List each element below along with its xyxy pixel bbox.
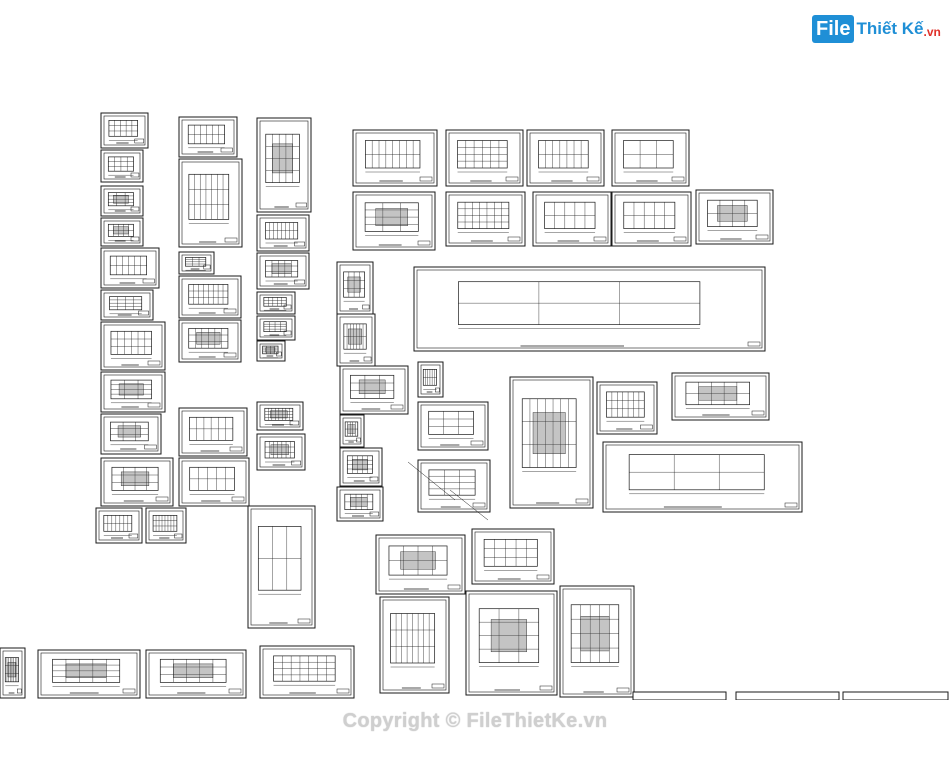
drawing-sheet [256,340,286,362]
drawing-sheet [336,261,374,315]
drawing-sheet [178,457,250,507]
drawing-sheet [256,252,310,290]
drawing-sheet [256,401,304,431]
drawing-sheet [256,433,306,471]
drawing-sheet [339,365,409,415]
drawing-sheet [336,486,384,522]
drawing-sheet [379,596,450,694]
drawing-sheet [352,129,438,187]
drawing-sheet [256,117,312,213]
drawing-sheet [842,691,949,700]
drawing-sheet [256,315,296,341]
drawing-sheet [375,534,466,595]
drawing-sheet [145,507,187,544]
drawing-sheet [100,289,154,321]
logo-tld: .vn [923,25,941,39]
drawing-sheet [100,185,144,217]
drawing-sheet [336,313,376,367]
drawing-sheet [465,590,558,696]
drawing-sheet [178,319,242,363]
drawing-sheet [632,691,727,700]
drawing-sheet [532,191,612,247]
drawing-sheet [339,447,383,487]
drawing-sheet [178,251,215,275]
drawing-sheet [509,376,594,509]
drawing-sheet [735,691,840,700]
drawing-sheet [100,457,174,507]
drawing-sheet [145,649,247,699]
drawing-sheet [596,381,658,435]
drawing-sheet [413,266,766,352]
drawing-sheet [259,645,355,699]
drawing-sheet [417,401,489,451]
drawing-sheet [671,372,770,421]
drawing-sheet [695,189,774,245]
drawing-sheet [100,112,149,149]
logo-text: Thiết Kế [856,19,924,38]
drawing-sheet [445,129,524,187]
drawing-sheet [339,414,365,448]
drawing-sheet [100,413,162,455]
drawing-sheet [352,191,436,251]
drawing-sheet [611,129,690,187]
drawing-sheet [178,275,242,319]
drawing-sheet [247,505,316,629]
drawing-sheet [445,191,526,247]
drawing-sheet [178,407,248,457]
drawing-sheet [100,247,160,289]
drawing-sheet [611,191,692,247]
drawing-sheet [178,158,243,248]
drawing-sheet [0,647,26,699]
cad-drawing-sheet [0,112,949,700]
drawing-sheet [471,528,555,585]
drawing-sheet [256,214,310,252]
drawing-sheet [417,361,444,398]
leader-line [407,461,456,501]
leader-line [449,489,489,521]
drawing-sheet [178,116,238,158]
drawing-sheet [602,441,803,513]
drawing-sheet [526,129,605,187]
logo-mark: File [812,15,855,43]
drawing-sheet [100,217,144,247]
copyright-watermark: Copyright © FileThietKe.vn [342,710,608,732]
drawing-sheet [256,291,296,315]
drawing-sheet [100,371,166,413]
drawing-sheet [559,585,635,698]
drawing-sheet [37,649,141,699]
drawing-sheet [100,321,166,371]
drawing-sheet [100,149,144,183]
drawing-sheet [95,507,143,544]
brand-logo: File Thiết Kế .vn [812,14,941,44]
drawing-sheet [417,459,491,513]
